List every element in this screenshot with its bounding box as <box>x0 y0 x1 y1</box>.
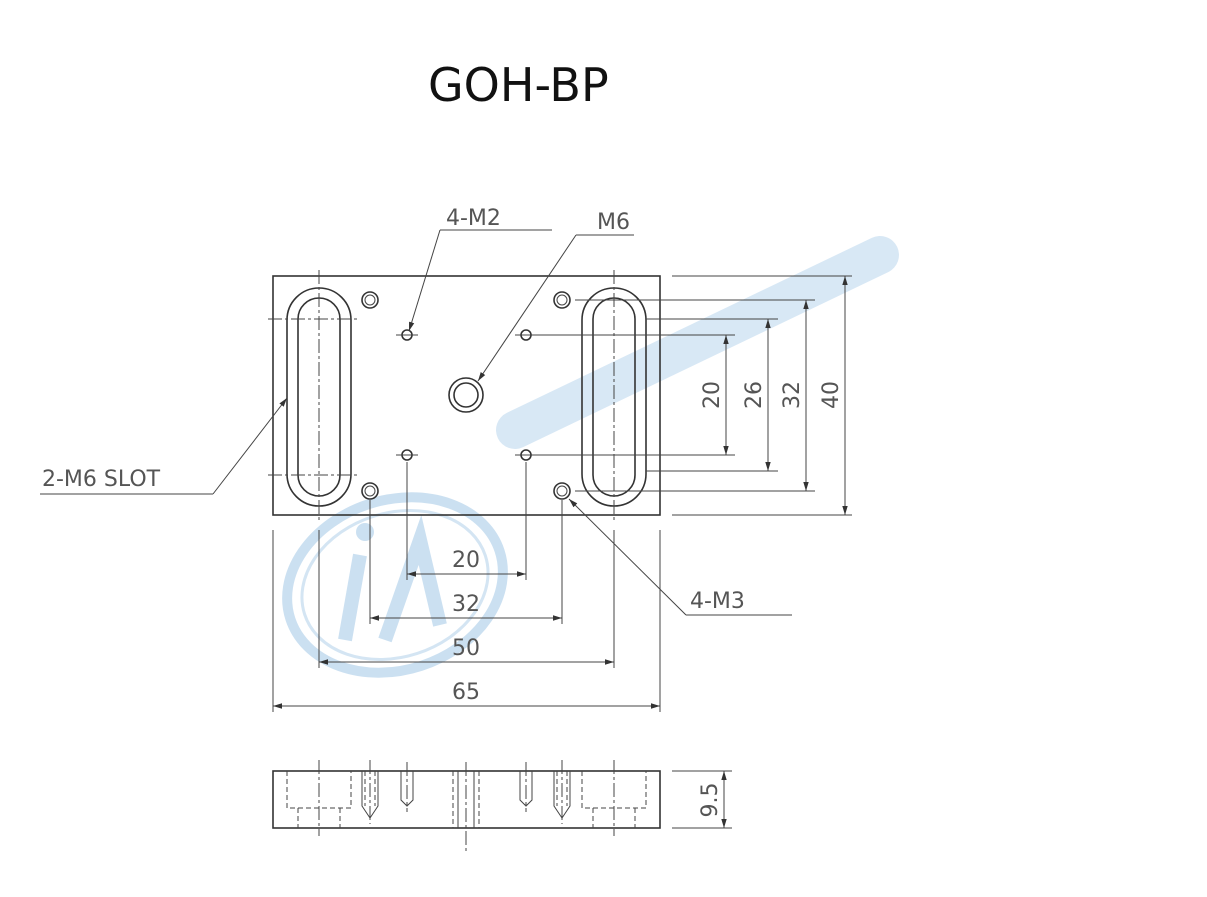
callout-slot: 2-M6 SLOT <box>42 467 161 492</box>
dim-v40: 40 <box>819 381 844 409</box>
m6-hole <box>448 377 484 413</box>
vertical-dimensions: 20 26 32 40 <box>540 275 852 516</box>
m3-hole <box>553 291 571 309</box>
dim-h20: 20 <box>452 548 480 573</box>
dim-v20: 20 <box>700 381 725 409</box>
side-view: 9.5 <box>272 760 732 852</box>
dim-h65: 65 <box>452 680 480 705</box>
m3-hole <box>361 291 379 309</box>
drawing-title: GOH-BP <box>428 58 609 112</box>
watermark-logo <box>282 236 899 678</box>
dim-h32: 32 <box>452 592 480 617</box>
top-view <box>268 270 661 522</box>
dim-thickness: 9.5 <box>698 783 723 818</box>
plate-outline <box>272 275 661 516</box>
horizontal-dimensions: 20 32 50 65 <box>272 462 661 712</box>
callout-m3: 4-M3 <box>690 589 745 614</box>
dim-v26: 26 <box>742 381 767 409</box>
callout-m6: M6 <box>597 210 630 235</box>
callout-m2: 4-M2 <box>446 206 501 231</box>
callouts: 4-M2 M6 2-M6 SLOT 4-M3 <box>40 206 792 616</box>
dim-v32: 32 <box>780 381 805 409</box>
dim-h50: 50 <box>452 636 480 661</box>
m3-hole <box>553 482 571 500</box>
m3-hole <box>361 482 379 500</box>
